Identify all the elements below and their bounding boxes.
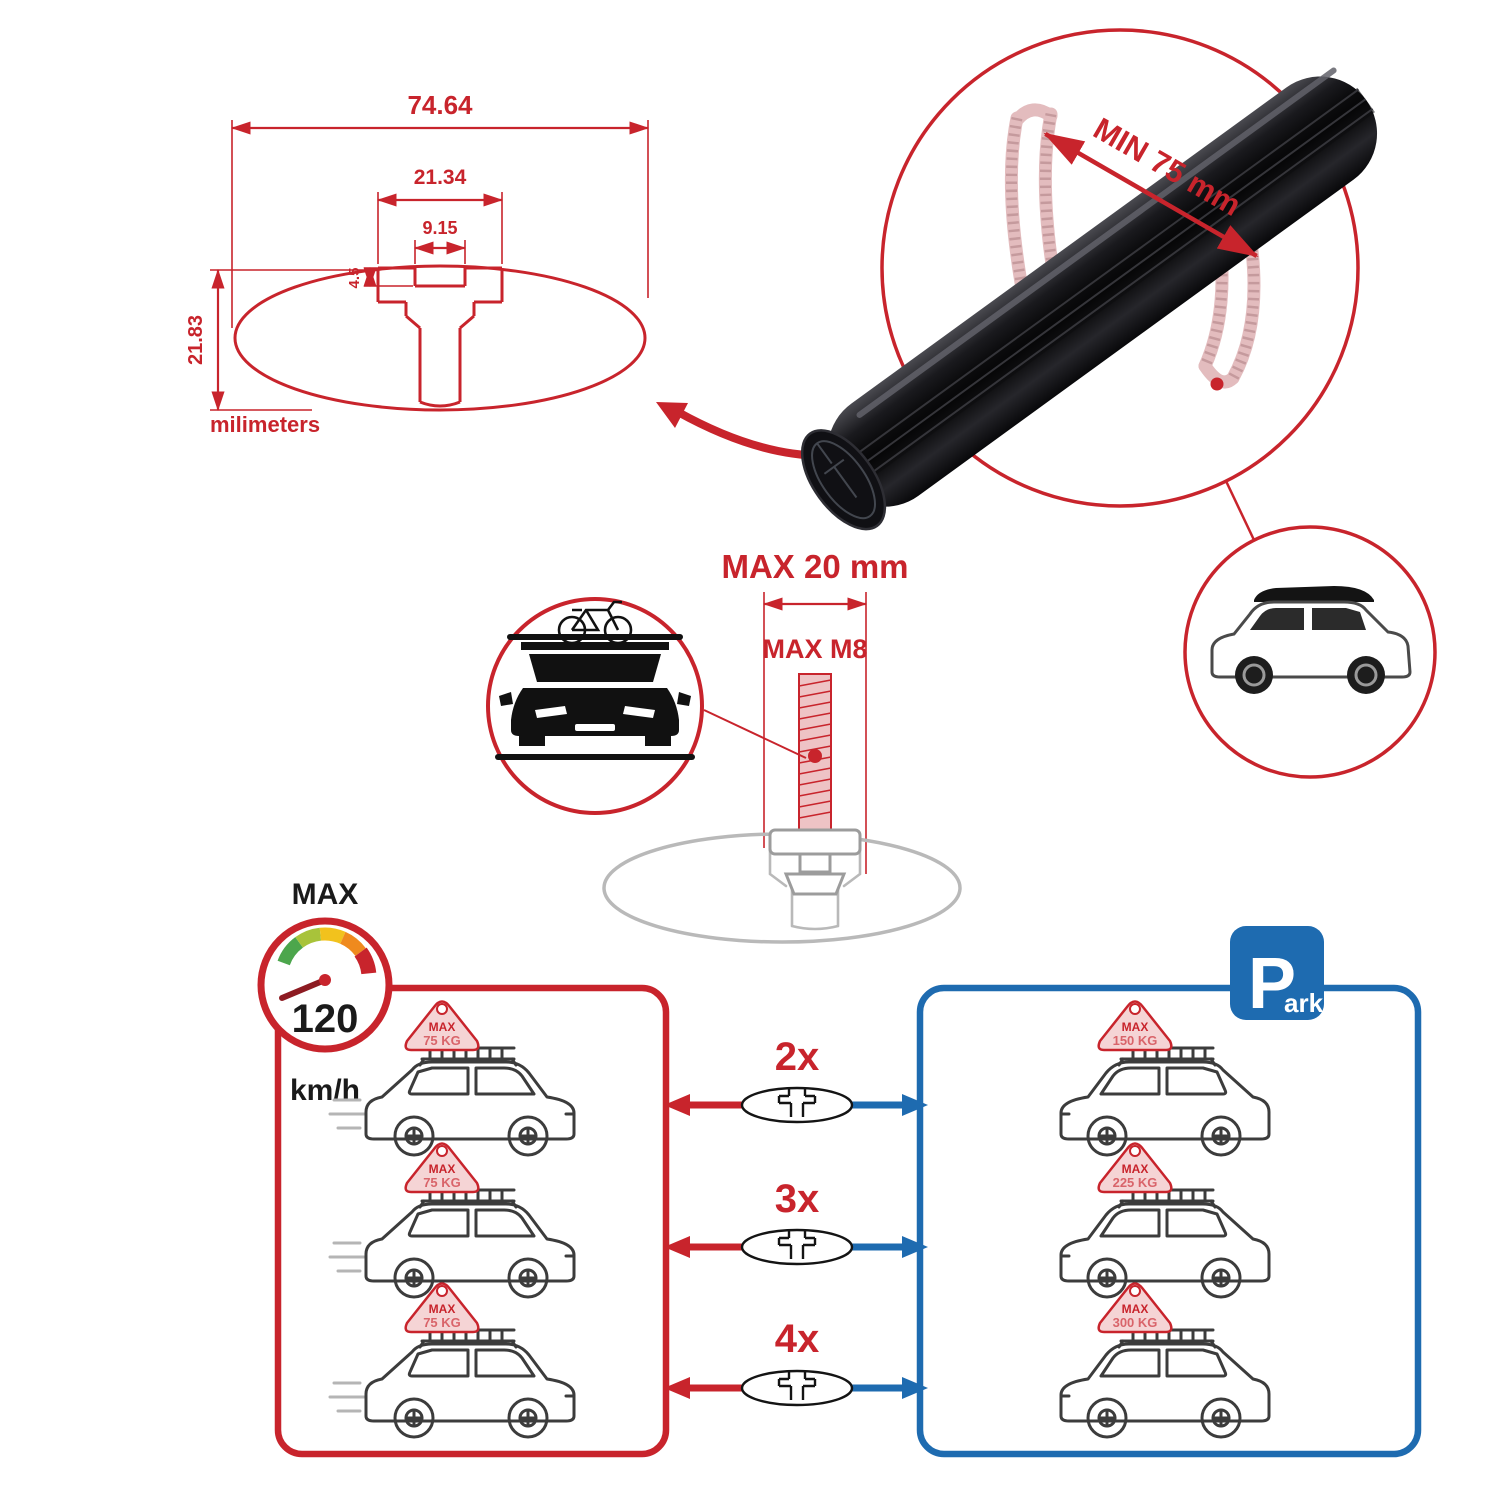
speed-gauge-icon: MAX 120 km/h bbox=[257, 878, 393, 1107]
tag-max-label: MAX bbox=[1122, 1162, 1149, 1176]
tag-max-label: MAX bbox=[1122, 1020, 1149, 1034]
crossbar-cross-section-icon bbox=[740, 1369, 854, 1407]
bolt-spec-view: MAX 20 mm MAX M8 bbox=[486, 548, 962, 944]
arrow-left-head bbox=[664, 1094, 690, 1116]
tag-kg-label: 75 KG bbox=[423, 1033, 461, 1048]
park-sign-p: P bbox=[1248, 944, 1296, 1024]
dimension-drawing: 74.64 21.34 9.15 4.5 21.83 milimeters bbox=[185, 90, 650, 437]
parked-load-box bbox=[916, 984, 1422, 1458]
tag-max-label: MAX bbox=[429, 1020, 456, 1034]
driving-load-box bbox=[274, 984, 670, 1458]
speed-value: 120 bbox=[292, 997, 359, 1041]
tag-kg-label: 75 KG bbox=[423, 1175, 461, 1190]
bolt-max-thread: MAX M8 bbox=[762, 634, 867, 664]
multiplier-label: 2x bbox=[775, 1035, 820, 1079]
crossbar-cross-section-icon bbox=[740, 1228, 854, 1266]
unit-label: milimeters bbox=[210, 412, 320, 437]
roof-load-tag: MAX 225 KG bbox=[1097, 1142, 1173, 1194]
detail-circle bbox=[880, 28, 1360, 508]
tag-kg-label: 300 KG bbox=[1113, 1315, 1158, 1330]
fixing-point-dot bbox=[1210, 377, 1224, 391]
bolt-max-length: MAX 20 mm bbox=[721, 548, 908, 585]
t-slot-profile bbox=[376, 266, 504, 408]
arrow-right-head bbox=[902, 1236, 928, 1258]
arrow-right-head bbox=[902, 1377, 928, 1399]
tag-max-label: MAX bbox=[1122, 1302, 1149, 1316]
multiplier-label: 4x bbox=[775, 1317, 820, 1361]
load-comparison-view: P ark MAX 120 km/h MAX 75 KG bbox=[257, 878, 1422, 1458]
bolt-leader-line bbox=[703, 709, 807, 759]
crossbar-cross-section-outline bbox=[233, 264, 647, 412]
roof-load-tag: MAX 300 KG bbox=[1097, 1282, 1173, 1334]
parking-sign-icon: P ark bbox=[1230, 926, 1324, 1024]
crossbar-cross-section-icon bbox=[740, 1086, 854, 1124]
row-3: MAX 75 KG 4x MAX 300 KG bbox=[328, 1282, 1271, 1439]
roof-load-tag: MAX 75 KG bbox=[404, 1000, 480, 1052]
row-2: MAX 75 KG 3x MAX 225 KG bbox=[328, 1142, 1271, 1299]
roof-load-tag: MAX 75 KG bbox=[404, 1142, 480, 1194]
roof-load-tag: MAX 75 KG bbox=[404, 1282, 480, 1334]
leader-line bbox=[1224, 480, 1256, 541]
tag-kg-label: 75 KG bbox=[423, 1315, 461, 1330]
tag-kg-label: 225 KG bbox=[1113, 1175, 1158, 1190]
dim-total-width: 74.64 bbox=[407, 90, 473, 120]
suv-roofbox-icon bbox=[1183, 525, 1437, 779]
arrow-left-head bbox=[664, 1377, 690, 1399]
dim-slot-depth: 4.5 bbox=[346, 268, 363, 289]
dim-inner-slot: 9.15 bbox=[422, 218, 457, 238]
speed-unit: km/h bbox=[290, 1074, 360, 1107]
crossbar-3d bbox=[800, 67, 1378, 531]
car-front-icon bbox=[486, 597, 704, 815]
arrow-right-head bbox=[902, 1094, 928, 1116]
gauge-needle bbox=[279, 977, 328, 1001]
roof-load-tag: MAX 150 KG bbox=[1097, 1000, 1173, 1052]
row-1: MAX 75 KG 2x MAX 150 KG bbox=[328, 1000, 1271, 1157]
bolt-point-dot bbox=[808, 749, 822, 763]
crossbar-detail-view: MIN 75 mm bbox=[800, 28, 1437, 779]
tag-kg-label: 150 KG bbox=[1113, 1033, 1158, 1048]
speed-title: MAX bbox=[292, 878, 359, 911]
tag-max-label: MAX bbox=[429, 1302, 456, 1316]
arrow-left-head bbox=[664, 1236, 690, 1258]
dim-bar-height: 21.83 bbox=[185, 315, 207, 365]
park-sign-ark: ark bbox=[1284, 988, 1324, 1018]
curved-arrow-head bbox=[656, 402, 688, 428]
dim-outer-slot: 21.34 bbox=[414, 166, 467, 189]
multiplier-label: 3x bbox=[775, 1177, 820, 1221]
tag-max-label: MAX bbox=[429, 1162, 456, 1176]
